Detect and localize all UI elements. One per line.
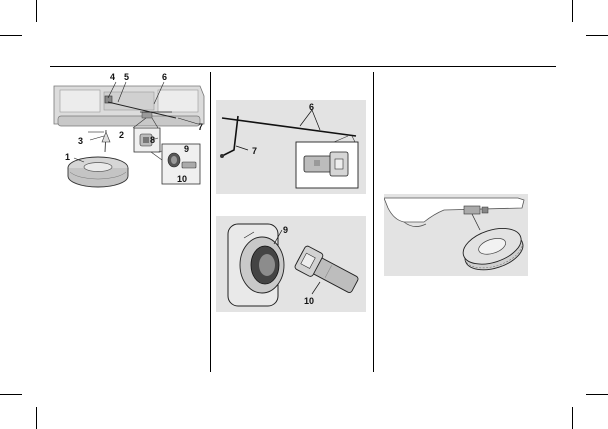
callout-10: 10 — [177, 174, 187, 184]
callout-10: 10 — [304, 296, 314, 306]
crop-mark — [586, 394, 608, 395]
callout-5: 5 — [124, 72, 129, 82]
header-rule — [50, 66, 556, 67]
crop-mark — [572, 0, 573, 22]
spare-tire-location-illustration: 4 5 6 7 2 3 1 8 9 10 — [50, 72, 208, 192]
callout-4: 4 — [110, 72, 115, 82]
crop-mark — [572, 407, 573, 429]
socket-extension-detail-illustration: 9 10 — [216, 216, 366, 312]
callout-2: 2 — [119, 130, 124, 140]
callout-7: 7 — [252, 146, 257, 156]
jack-handle-extension-illustration: 6 7 — [216, 100, 366, 194]
callout-7: 7 — [198, 122, 203, 132]
callout-9: 9 — [184, 144, 189, 154]
column-divider — [210, 72, 211, 372]
callout-6: 6 — [162, 72, 167, 82]
crop-mark — [36, 0, 37, 22]
callout-1: 1 — [65, 152, 70, 162]
crop-mark — [36, 407, 37, 429]
spare-tire-lowered-illustration — [384, 194, 528, 276]
callout-9: 9 — [283, 225, 288, 235]
callout-6: 6 — [309, 102, 314, 112]
callout-3: 3 — [78, 136, 83, 146]
crop-mark — [0, 35, 22, 36]
crop-mark — [586, 35, 608, 36]
column-divider — [373, 72, 374, 372]
callout-8: 8 — [150, 135, 155, 145]
crop-mark — [0, 394, 22, 395]
